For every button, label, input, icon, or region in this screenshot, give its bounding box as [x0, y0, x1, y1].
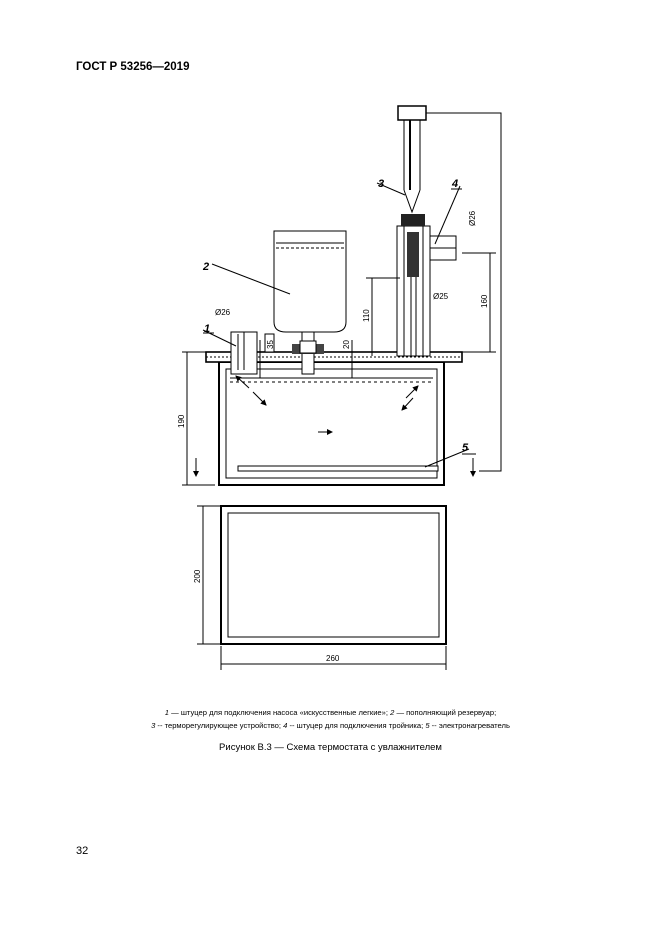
callout-4: 4: [451, 178, 458, 190]
callout-5: 5: [462, 442, 469, 454]
dim-d26-a: Ø26: [215, 308, 231, 317]
callout-2: 2: [202, 261, 209, 273]
dim-d26-b: Ø26: [468, 210, 477, 226]
dim-d25: Ø25: [433, 292, 449, 301]
dim-35: 35: [266, 340, 275, 349]
dim-200: 200: [193, 569, 202, 583]
figure-legend-line-2: 3 -- терморегулирующее устройство; 4 -- …: [151, 721, 510, 730]
callout-1: 1: [204, 323, 210, 335]
dim-20: 20: [342, 340, 351, 349]
callout-3: 3: [378, 178, 384, 190]
thermostat-diagram: 2 1 3 4 5 Ø26 Ø25 Ø26 35 20 110 160 190 …: [177, 105, 502, 670]
figure-legend-line-1: 1 — штуцер для подключения насоса «искус…: [164, 708, 497, 717]
dim-160: 160: [480, 294, 489, 308]
figure-caption: Рисунок В.3 — Схема термостата с увлажни…: [219, 742, 442, 753]
dim-260: 260: [326, 654, 340, 663]
document-id: ГОСТ Р 53256—2019: [76, 61, 190, 73]
dim-110: 110: [362, 309, 371, 322]
page-number: 32: [76, 845, 89, 857]
dim-190: 190: [177, 414, 186, 428]
